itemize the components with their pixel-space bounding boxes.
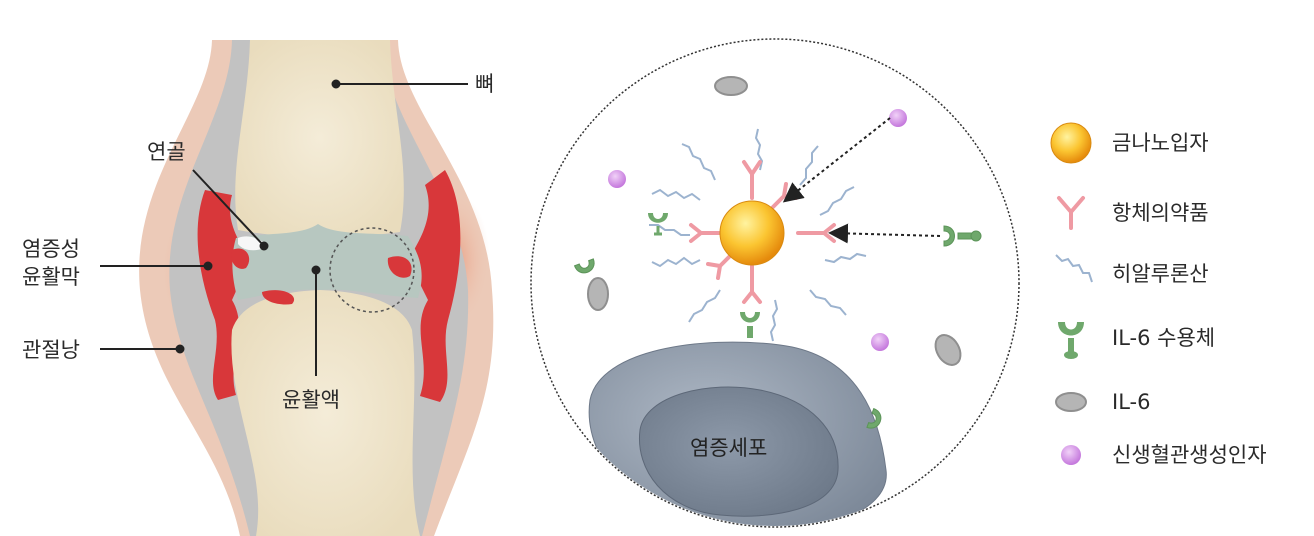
legend-gold-nanoparticle-icon — [1051, 123, 1091, 163]
label-inflammatory-cell: 염증세포 — [690, 436, 767, 460]
legend-label-angiogenic: 신생혈관생성인자 — [1112, 443, 1267, 467]
label-capsule: 관절낭 — [22, 338, 80, 362]
legend-label-il6-receptor: IL-6 수용체 — [1112, 326, 1215, 350]
label-cartilage: 연골 — [147, 140, 186, 164]
label-synovium-line2: 윤활막 — [22, 265, 80, 289]
upper-bone — [235, 40, 404, 236]
legend-antibody-icon — [1059, 198, 1083, 228]
legend-label-gold: 금나노입자 — [1112, 131, 1209, 155]
label-bone: 뼈 — [475, 72, 494, 96]
legend-label-il6: IL-6 — [1112, 390, 1150, 414]
gold-nanoparticle — [720, 201, 784, 265]
legend-angiogenic-factor-icon — [1061, 445, 1081, 465]
legend-il6-receptor-icon — [1058, 322, 1084, 359]
legend-label-antibody: 항체의약품 — [1112, 201, 1209, 225]
legend-il6-icon — [1056, 393, 1086, 411]
legend-label-hyaluronic: 히알루론산 — [1112, 262, 1209, 286]
zoom-detail: 염증세포 — [531, 39, 1019, 536]
legend-hyaluronic-acid-icon — [1056, 255, 1092, 282]
lower-bone — [231, 290, 420, 536]
label-synovium-line1: 염증성 — [22, 237, 80, 261]
label-synovial-fluid: 윤활액 — [282, 388, 340, 412]
legend: 금나노입자 항체의약품 히알루론산 IL-6 수용체 IL-6 신생혈관생성인자 — [1051, 123, 1267, 467]
